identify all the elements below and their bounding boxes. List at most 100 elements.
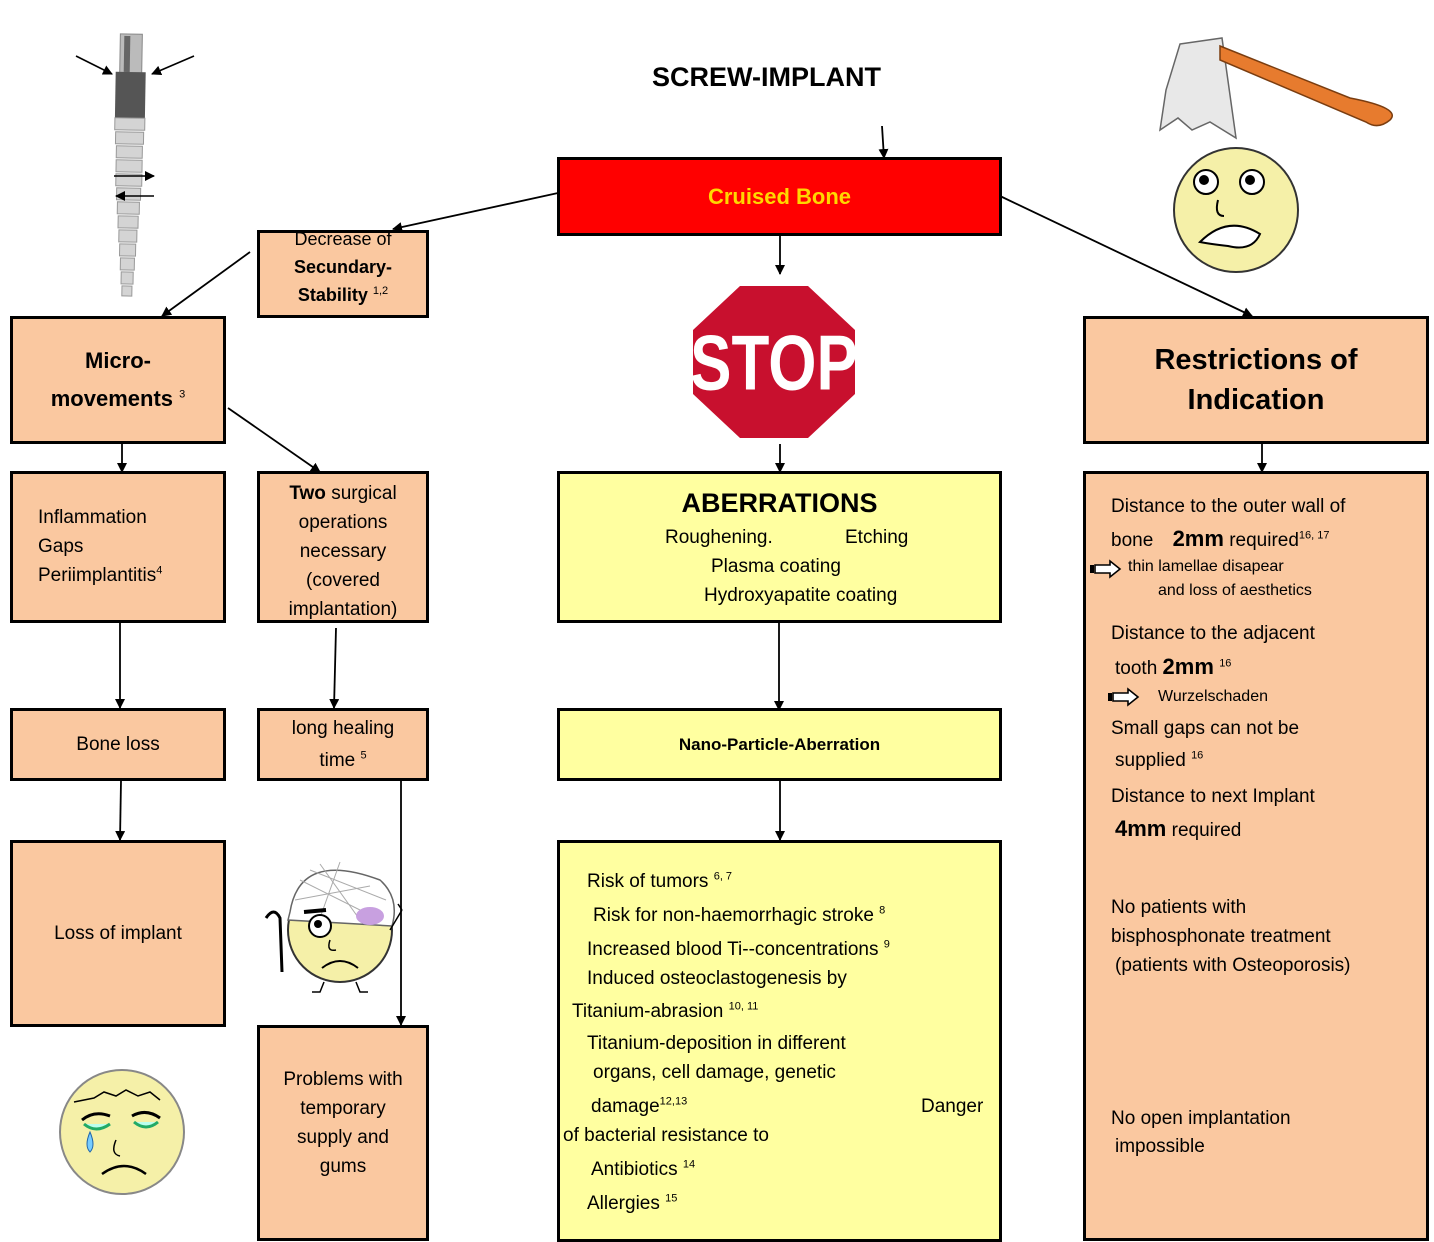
healing-line2: time xyxy=(319,750,356,771)
restrictions-list-box: Distance to the outer wall of bone 2mm r… xyxy=(1083,471,1429,1241)
inflammation-line3: Periimplantitis xyxy=(38,565,157,586)
risk-6-ref: 14 xyxy=(682,1158,696,1171)
decrease-stability-box: Decrease of Secundary- Stability 1,2 xyxy=(257,230,429,318)
healing-ref: 5 xyxy=(360,749,367,762)
problems-line1: Problems with xyxy=(283,1069,403,1090)
decrease-line2: Secundary- xyxy=(293,257,393,277)
two-ops-bold: Two xyxy=(289,483,326,504)
restr-c2a: supplied xyxy=(1115,750,1186,771)
decrease-line1: Decrease of xyxy=(294,230,392,249)
risk-7-text: Allergies xyxy=(587,1193,660,1214)
risk-3: Increased blood Ti--concentrations 9 xyxy=(587,939,890,961)
decrease-line3: Stability xyxy=(297,285,368,305)
risk-5c: damage12,13 xyxy=(591,1096,687,1118)
arrow-right-icon xyxy=(1108,687,1140,707)
risk-3-text: Increased blood Ti--concentrations xyxy=(587,939,879,960)
restr-f1: No open implantation xyxy=(1111,1108,1291,1129)
restr-a2a: bone xyxy=(1111,530,1154,551)
loss-implant-label: Loss of implant xyxy=(54,922,182,944)
restr-a1: Distance to the outer wall of xyxy=(1111,496,1346,517)
problems-line3: supply and xyxy=(297,1127,389,1148)
restrictions-line1: Restrictions of xyxy=(1154,344,1358,376)
aberrations-line1b: Etching xyxy=(845,527,909,548)
restr-c2ref: 16 xyxy=(1191,749,1204,762)
inflammation-box: Inflammation Gaps Periimplantitis4 xyxy=(10,471,226,623)
problems-line4: gums xyxy=(319,1156,367,1177)
restr-b2a: tooth xyxy=(1115,658,1158,679)
restrictions-box: Restrictions of Indication xyxy=(1083,316,1429,444)
risk-7: Allergies 15 xyxy=(587,1193,677,1215)
healing-time-box: long healing time 5 xyxy=(257,708,429,781)
inflammation-line3-wrap: Periimplantitis4 xyxy=(38,561,162,590)
micro-movements-box: Micro- movements 3 xyxy=(10,316,226,444)
stop-sign-label: STOP xyxy=(690,319,858,406)
implant-illustration xyxy=(75,33,195,297)
aberrations-line3: Hydroxyapatite coating xyxy=(704,585,898,606)
risk-4a: Induced osteoclastogenesis by xyxy=(587,968,847,989)
risk-1: Risk of tumors 6, 7 xyxy=(587,871,732,893)
restr-a2: bone 2mm required16, 17 xyxy=(1111,526,1330,552)
restr-d2: 4mm required xyxy=(1115,816,1241,842)
restr-e3: (patients with Osteoporosis) xyxy=(1115,955,1351,976)
two-ops-line5: implantation) xyxy=(288,599,398,620)
micro-ref: 3 xyxy=(179,388,186,401)
restr-b2ref: 16 xyxy=(1219,657,1232,670)
risk-2-ref: 8 xyxy=(879,904,886,917)
restr-a2ref: 16, 17 xyxy=(1298,529,1330,542)
restr-b2: tooth 2mm 16 xyxy=(1115,654,1231,680)
micro-line1: Micro- xyxy=(85,348,151,373)
risk-6c-text: Antibiotics xyxy=(591,1159,678,1180)
restr-d1: Distance to next Implant xyxy=(1111,786,1315,807)
problems-line2: temporary xyxy=(300,1098,386,1119)
bone-loss-label: Bone loss xyxy=(76,733,160,755)
two-operations-box: Two surgical operations necessary (cover… xyxy=(257,471,429,623)
aberrations-heading: ABERRATIONS xyxy=(681,488,878,518)
risk-5b: organs, cell damage, genetic xyxy=(593,1062,836,1083)
risk-6a: Danger xyxy=(921,1096,984,1117)
restr-a4: and loss of aesthetics xyxy=(1158,582,1312,599)
restrictions-line2: Indication xyxy=(1187,384,1325,416)
risk-4b: Titanium-abrasion 10, 11 xyxy=(572,1001,758,1023)
risks-box: Risk of tumors 6, 7 Risk for non-haemorr… xyxy=(557,840,1002,1242)
risk-5-ref: 12,13 xyxy=(659,1095,688,1108)
risk-6b: of bacterial resistance to xyxy=(563,1125,769,1146)
risk-7-ref: 15 xyxy=(665,1192,678,1205)
restr-a3: thin lamellae disapear xyxy=(1128,558,1284,575)
bone-loss-box: Bone loss xyxy=(10,708,226,781)
inflammation-ref: 4 xyxy=(156,564,163,577)
restr-e2: bisphosphonate treatment xyxy=(1111,926,1331,947)
restr-d2a: 4mm xyxy=(1115,816,1167,841)
aberrations-line1a: Roughening. xyxy=(665,527,773,548)
bandaged-face-illustration xyxy=(264,861,403,993)
risk-5c-text: damage xyxy=(591,1096,660,1117)
restr-e1: No patients with xyxy=(1111,897,1247,918)
cruised-bone-box: Cruised Bone xyxy=(557,157,1002,236)
risk-3-ref: 9 xyxy=(883,938,890,951)
restr-f2: impossible xyxy=(1115,1136,1205,1157)
aberrations-line2: Plasma coating xyxy=(711,556,841,577)
risk-1-ref: 6, 7 xyxy=(713,870,733,883)
risk-5a: Titanium-deposition in different xyxy=(587,1033,846,1054)
risk-2: Risk for non-haemorrhagic stroke 8 xyxy=(593,905,885,927)
nano-box: Nano-Particle-Aberration xyxy=(557,708,1002,781)
restr-d2b: required xyxy=(1171,820,1242,841)
restr-c2: supplied 16 xyxy=(1115,750,1203,772)
loss-implant-box: Loss of implant xyxy=(10,840,226,1027)
two-ops-line2: operations xyxy=(298,512,388,533)
two-ops-line1: surgical xyxy=(325,483,397,504)
arrow-right-icon xyxy=(1090,559,1122,579)
restr-b1: Distance to the adjacent xyxy=(1111,623,1315,644)
inflammation-line2: Gaps xyxy=(38,536,84,557)
problems-box: Problems with temporary supply and gums xyxy=(257,1025,429,1241)
aberrations-box: ABERRATIONS Roughening. Etching Plasma c… xyxy=(557,471,1002,623)
two-ops-line3: necessary xyxy=(299,541,387,562)
micro-line2-wrap: movements 3 xyxy=(51,380,186,418)
restr-a2c: required xyxy=(1229,530,1299,551)
nano-label: Nano-Particle-Aberration xyxy=(678,734,881,754)
decrease-ref: 1,2 xyxy=(372,285,389,297)
restr-c1: Small gaps can not be xyxy=(1111,718,1300,739)
risk-6c: Antibiotics 14 xyxy=(591,1159,695,1181)
two-ops-line4: (covered xyxy=(306,570,380,591)
cruised-bone-label: Cruised Bone xyxy=(707,183,852,209)
